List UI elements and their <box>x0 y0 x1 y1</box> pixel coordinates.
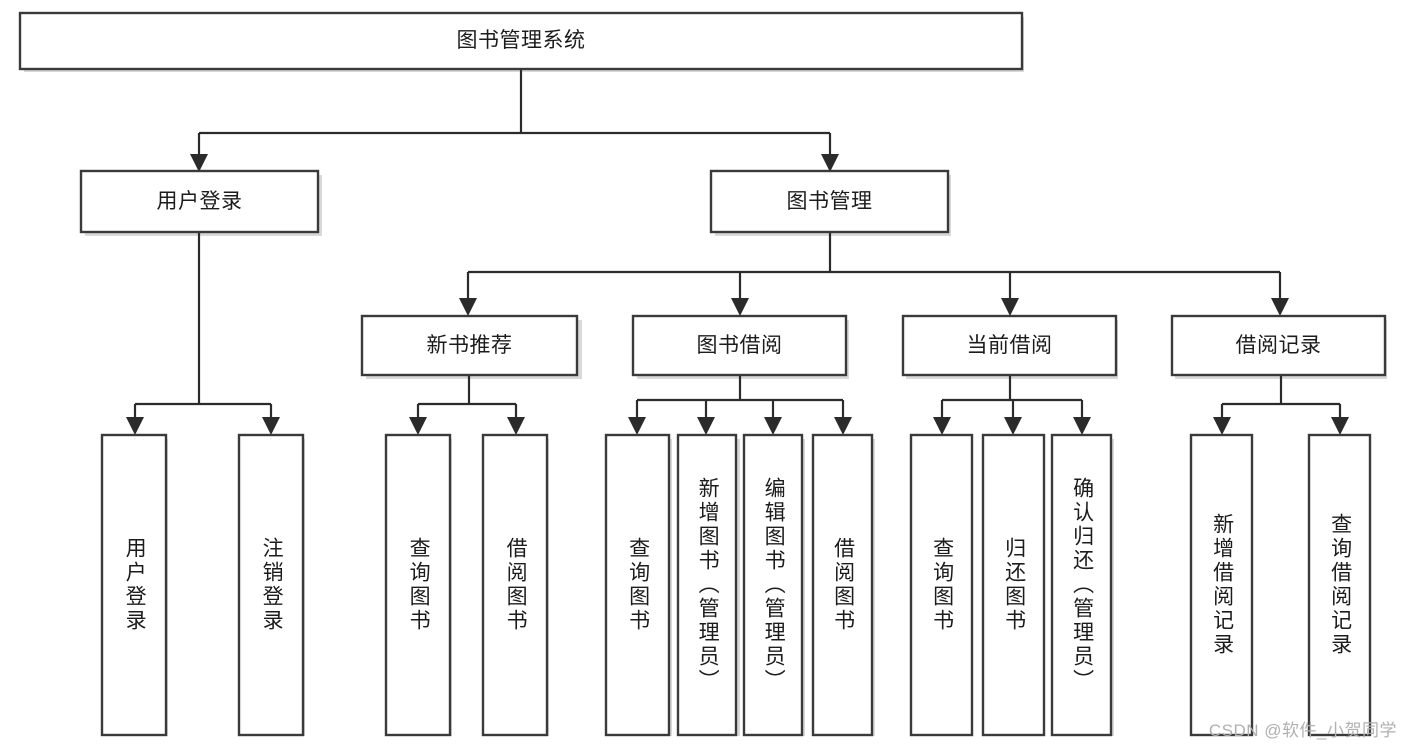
node-boxes <box>18 11 1387 737</box>
arrow-heads <box>126 154 1349 435</box>
node-box-book-borrow <box>631 314 848 377</box>
node-box-leaf-user-logout <box>237 433 305 737</box>
node-box-user-login <box>79 169 320 234</box>
connectors <box>133 69 1342 418</box>
node-box-leaf-edit-book <box>742 433 804 737</box>
node-box-leaf-return-book <box>981 433 1046 737</box>
node-box-leaf-confirm-return <box>1050 433 1113 737</box>
node-box-root <box>18 11 1024 71</box>
node-box-leaf-query-book-2 <box>604 433 671 737</box>
node-box-current-borrow <box>901 314 1118 377</box>
node-box-leaf-add-record <box>1189 433 1254 737</box>
node-box-leaf-add-book <box>676 433 738 737</box>
node-box-leaf-user-login <box>100 433 168 737</box>
node-box-leaf-borrow-book-2 <box>811 433 874 737</box>
node-box-new-book-rec <box>360 314 579 377</box>
node-box-leaf-query-book-1 <box>384 433 452 737</box>
node-box-book-manage <box>709 169 950 234</box>
node-box-borrow-record <box>1170 314 1387 377</box>
node-box-leaf-query-record <box>1307 433 1372 737</box>
node-box-leaf-query-book-3 <box>909 433 974 737</box>
node-box-leaf-borrow-book-1 <box>481 433 549 737</box>
